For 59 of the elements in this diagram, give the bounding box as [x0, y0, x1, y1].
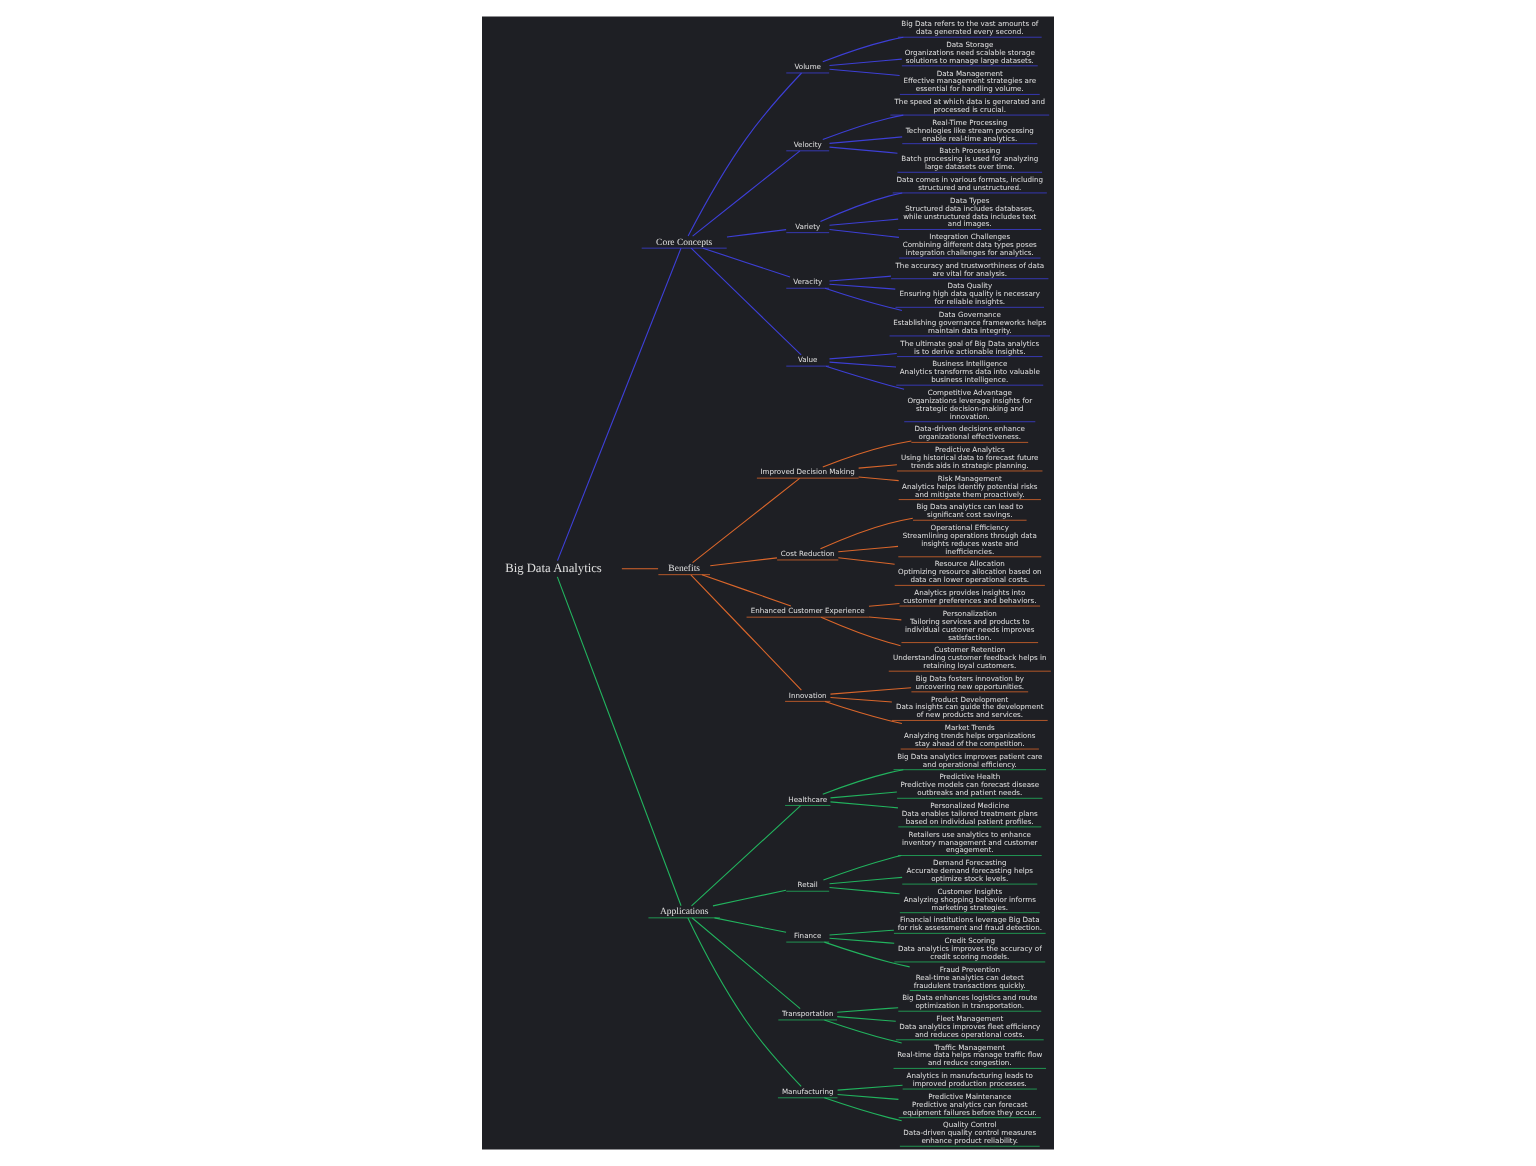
connector: [819, 517, 914, 550]
connector: [820, 616, 902, 647]
connector: [823, 941, 911, 968]
connector: [709, 557, 778, 567]
connector: [713, 917, 787, 933]
connector: [837, 545, 899, 553]
connector: [828, 218, 899, 226]
connector: [858, 476, 900, 482]
connector: [823, 1019, 903, 1044]
connector: [828, 228, 900, 238]
connector: [701, 574, 792, 607]
connector: [829, 791, 898, 799]
connector: [825, 365, 905, 390]
connector: [690, 247, 802, 356]
connector: [828, 937, 895, 944]
connector: [828, 353, 898, 360]
connector: [726, 229, 787, 238]
connector: [829, 696, 893, 703]
connector: [687, 72, 803, 237]
connector: [822, 440, 912, 468]
connector: [828, 146, 898, 154]
connector: [828, 58, 903, 67]
connector: [819, 192, 903, 223]
connector: [837, 557, 896, 565]
connector: [868, 602, 900, 607]
connector: [836, 1016, 897, 1022]
connector: [828, 275, 892, 282]
connector: [822, 114, 904, 141]
connector: [824, 287, 903, 311]
connector: [822, 36, 904, 63]
connector: [692, 477, 801, 564]
connector: [691, 917, 801, 1010]
connector: [828, 876, 903, 885]
connector: [858, 464, 898, 469]
connector: [712, 889, 787, 907]
connector: [828, 361, 897, 368]
connector: [828, 283, 896, 290]
connector: [868, 616, 902, 621]
connector: [824, 700, 903, 725]
connector: [690, 574, 802, 691]
connector: [837, 1084, 904, 1091]
connector: [556, 247, 682, 562]
connector: [829, 687, 912, 695]
connector: [692, 150, 801, 237]
connector: [822, 769, 904, 795]
connector: [829, 801, 899, 809]
connector: [687, 917, 802, 1087]
connector: [823, 1097, 903, 1122]
connector: [828, 929, 895, 936]
connector: [836, 1007, 899, 1013]
connector: [828, 68, 901, 77]
connector: [690, 805, 802, 907]
connector: [828, 887, 901, 895]
connector: [621, 568, 659, 570]
connector: [556, 576, 682, 907]
connector: [828, 136, 903, 144]
connector: [822, 854, 902, 881]
connector: [837, 1094, 899, 1100]
connector: [702, 247, 791, 278]
